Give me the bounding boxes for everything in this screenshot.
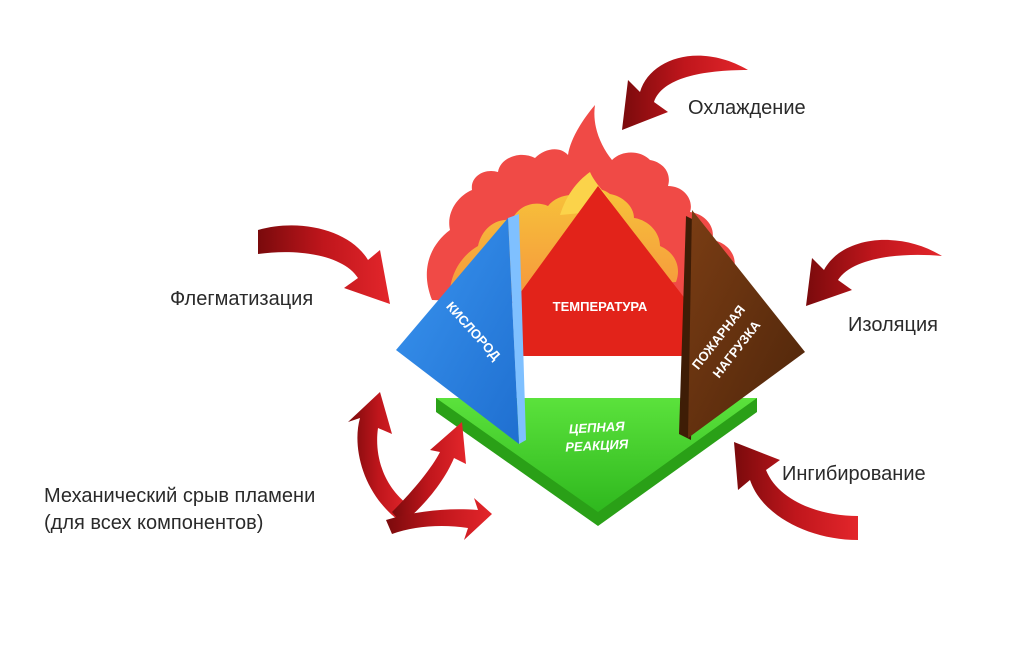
mechanical-label-1: Механический срыв пламени [44,485,315,507]
chain-reaction-label-2: РЕАКЦИЯ [565,436,629,454]
isolation-arrow [806,239,942,306]
temperature-face: ТЕМПЕРАТУРА [515,186,686,396]
mechanical-arrows [348,392,492,540]
temperature-label: ТЕМПЕРАТУРА [553,299,648,314]
phlegmatization-label: Флегматизация [170,288,313,310]
chain-reaction-label-1: ЦЕПНАЯ [569,419,626,437]
isolation-label: Изоляция [848,314,938,336]
fire-load-face: ПОЖАРНАЯ НАГРУЗКА [679,210,805,440]
inhibition-arrow [734,442,858,540]
oxygen-face: КИСЛОРОД [396,214,526,444]
phlegmatization-arrow [258,225,390,304]
cooling-label: Охлаждение [688,97,806,119]
cooling-arrow [622,55,748,130]
mechanical-label-2: (для всех компонентов) [44,512,263,534]
inhibition-label: Ингибирование [782,463,926,485]
